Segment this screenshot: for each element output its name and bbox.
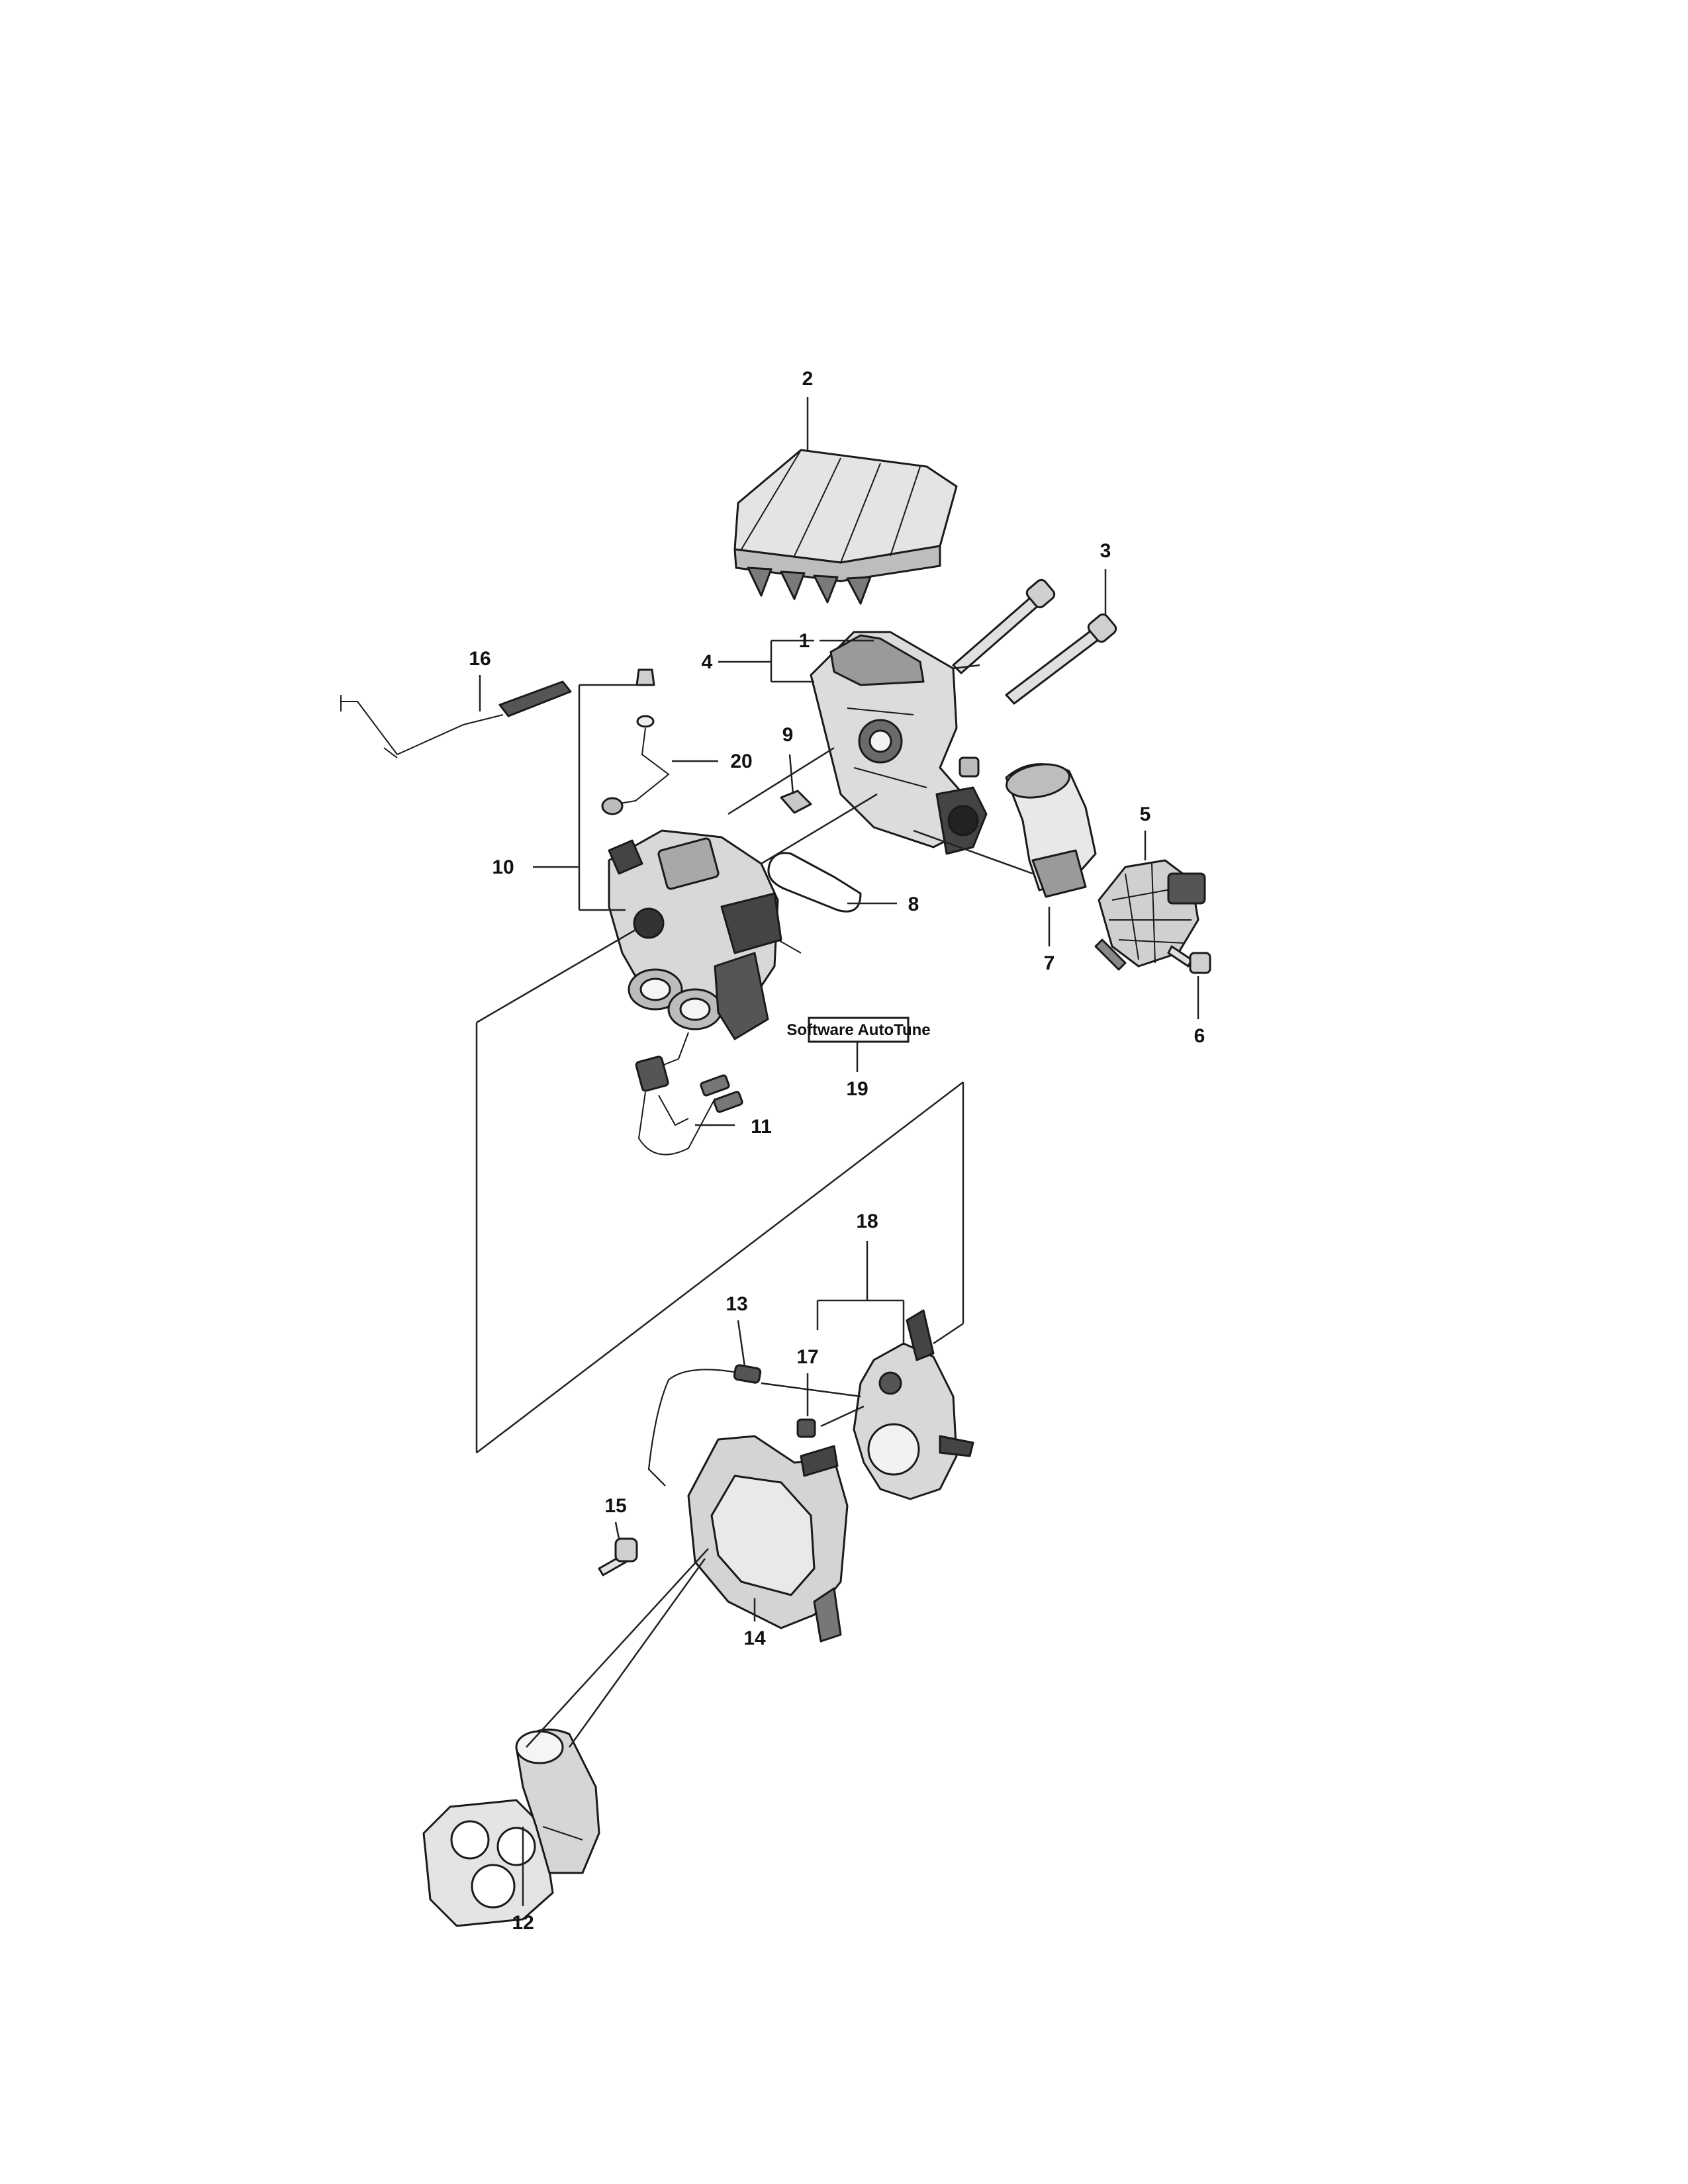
control-rod-part-16	[340, 680, 572, 758]
callout-3: 3	[1100, 540, 1111, 562]
fuel-hose-part	[647, 1364, 762, 1486]
callout-11: 11	[751, 1116, 772, 1138]
callout-18: 18	[856, 1210, 878, 1232]
grommet-part-17	[796, 1418, 816, 1438]
callout-labels: 2 3 1 4 16 9 20 5 10 8 7 6 19 11 18 13 1…	[469, 368, 1205, 1934]
software-autotune-box: Software AutoTune	[786, 1017, 931, 1043]
intake-elbow-part	[1005, 763, 1097, 898]
carburetor-part	[608, 829, 802, 1040]
callout-4: 4	[702, 651, 713, 673]
callout-16: 16	[469, 648, 491, 670]
intake-manifold-part	[422, 1728, 600, 1927]
wiring-harness-part	[635, 1032, 743, 1156]
leader-lines	[475, 397, 1199, 1906]
software-autotune-label: Software AutoTune	[786, 1021, 930, 1039]
air-filter-cover-part	[733, 449, 958, 605]
bracket-part-18	[853, 1309, 974, 1500]
choke-fan-part	[1094, 859, 1206, 971]
callout-20: 20	[730, 751, 752, 772]
carburetor-holder-part	[810, 631, 988, 855]
callout-2: 2	[802, 368, 814, 390]
callout-6: 6	[1194, 1025, 1205, 1047]
bolt-part-3	[952, 578, 1117, 705]
callout-5: 5	[1140, 803, 1151, 825]
callout-13: 13	[726, 1293, 747, 1315]
callout-19: 19	[846, 1078, 868, 1100]
screw-part-6	[1167, 945, 1211, 974]
callout-7: 7	[1044, 952, 1055, 974]
callout-14: 14	[743, 1627, 766, 1649]
fitting-part-20	[601, 668, 670, 815]
callout-15: 15	[604, 1495, 626, 1517]
callout-1: 1	[799, 630, 810, 652]
callout-10: 10	[492, 856, 514, 878]
callout-9: 9	[782, 724, 794, 746]
callout-8: 8	[908, 893, 919, 915]
bolt-part-15	[598, 1537, 638, 1576]
nut-part-9	[780, 790, 812, 814]
callout-17: 17	[796, 1346, 818, 1368]
callout-12: 12	[512, 1912, 534, 1934]
air-box-part	[687, 1435, 849, 1643]
gasket-part-8	[767, 852, 862, 913]
